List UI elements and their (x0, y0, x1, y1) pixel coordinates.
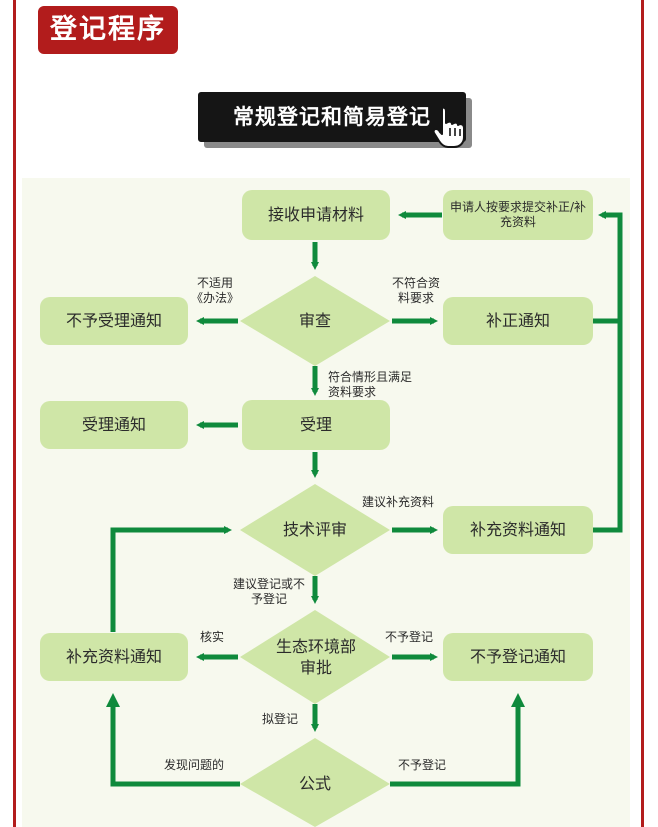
supplement-notice-left-node: 补充资料通知 (40, 633, 188, 681)
edge-label-suggest-supplement: 建议补充资料 (362, 495, 435, 509)
subsection-banner: 常规登记和简易登记 (198, 92, 466, 142)
edge-label-no-register-2: 不予登记 (398, 758, 447, 772)
acceptance-notice-node: 受理通知 (40, 401, 188, 449)
accept-node: 受理 (242, 400, 390, 450)
review-label: 审查 (298, 310, 331, 330)
edge-label-not-meet: 不符合资料要求 (391, 276, 440, 305)
frame-left-border (13, 0, 16, 827)
pointing-hand-icon (432, 106, 465, 148)
publicity-label: 公式 (298, 773, 331, 793)
resubmit-materials-node: 申请人按要求提交补正/补充资料 (443, 190, 593, 240)
review-diamond (240, 276, 390, 366)
no-register-notice-node: 不予登记通知 (443, 633, 593, 681)
edge-label-meet-requirements: 符合情形且满足资料要求 (328, 370, 413, 399)
edge-label-plan-register: 拟登记 (262, 712, 299, 726)
edge-label-not-applicable: 不适用《办法》 (190, 276, 239, 305)
reject-acceptance-node: 不予受理通知 (40, 297, 188, 345)
supplement-notice-right-node: 补充资料通知 (443, 506, 593, 554)
edge-label-suggest-register: 建议登记或不予登记 (232, 577, 305, 606)
tech-review-diamond (240, 484, 390, 576)
ministry-diamond (240, 610, 390, 704)
publicity-diamond (240, 738, 390, 827)
edge-label-no-register: 不予登记 (385, 630, 434, 644)
correction-notice-node: 补正通知 (443, 297, 593, 345)
ministry-approval-label: 生态环境部审批 (276, 637, 357, 677)
section-title: 登记程序 (38, 6, 178, 54)
edge-label-verify: 核实 (200, 630, 225, 644)
frame-right-border (641, 0, 644, 827)
receive-application-node: 接收申请材料 (242, 190, 390, 240)
tech-review-label: 技术评审 (282, 519, 347, 539)
edge-label-found-issue: 发现问题的 (164, 758, 225, 772)
